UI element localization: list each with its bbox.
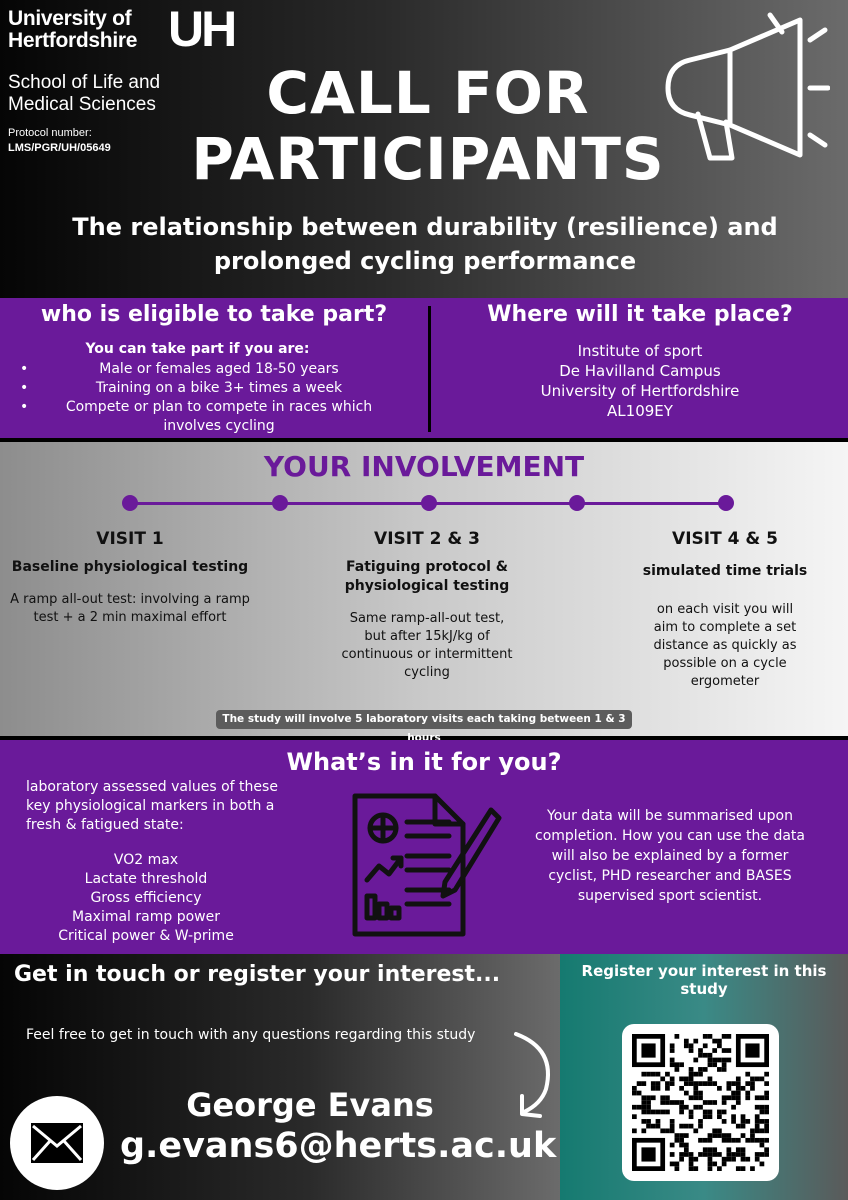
list-item: Maximal ramp power bbox=[72, 909, 220, 925]
visit-heading: VISIT 1 bbox=[96, 529, 164, 549]
headline-line-1: CALL FOR bbox=[266, 59, 590, 127]
address-line: De Havilland Campus bbox=[559, 362, 721, 380]
timeline-dot bbox=[421, 495, 437, 511]
protocol-number: LMS/PGR/UH/05649 bbox=[8, 142, 111, 154]
visit-description: A ramp all-out test: involving a ramp te… bbox=[10, 592, 250, 625]
list-item: Compete or plan to compete in races whic… bbox=[20, 398, 400, 436]
qr-code-card[interactable] bbox=[622, 1024, 779, 1181]
curved-arrow-icon bbox=[514, 1032, 550, 1118]
report-icon bbox=[352, 793, 502, 937]
headline: CALL FOR PARTICIPANTS bbox=[178, 60, 678, 192]
benefits-intro: laboratory assessed values of these key … bbox=[26, 779, 278, 833]
markers-list: VO2 max Lactate threshold Gross efficien… bbox=[26, 851, 266, 946]
contact-email-link[interactable]: g.evans6@herts.ac.uk bbox=[120, 1126, 557, 1166]
list-item: VO2 max bbox=[113, 852, 179, 868]
contact-name: George Evans bbox=[186, 1086, 434, 1124]
university-name: University of Hertfordshire bbox=[8, 7, 138, 52]
timeline-dot bbox=[718, 495, 734, 511]
visit-subtitle: simulated time trials bbox=[642, 563, 808, 579]
eligibility-list: Male or females aged 18-50 years Trainin… bbox=[20, 360, 400, 436]
visit-subtitle: Fatiguing protocol & physiological testi… bbox=[344, 559, 510, 594]
list-item: Male or females aged 18-50 years bbox=[20, 360, 400, 379]
list-item: Critical power & W-prime bbox=[58, 928, 234, 944]
qr-code-icon bbox=[632, 1034, 769, 1171]
visit-heading: VISIT 4 & 5 bbox=[672, 529, 778, 549]
location-address: Institute of sport De Havilland Campus U… bbox=[432, 341, 848, 421]
email-button[interactable] bbox=[10, 1096, 104, 1190]
timeline-dot bbox=[122, 495, 138, 511]
contact-title: Get in touch or register your interest..… bbox=[14, 962, 501, 987]
contact-note: Feel free to get in touch with any quest… bbox=[26, 1027, 476, 1043]
visit-description: Same ramp-all-out test, but after 15kJ/k… bbox=[341, 611, 513, 680]
list-item: Gross efficiency bbox=[90, 890, 202, 906]
university-mark: UH bbox=[168, 1, 237, 57]
involvement-title: YOUR INVOLVEMENT bbox=[263, 450, 585, 483]
register-title: Register your interest in this study bbox=[581, 962, 827, 998]
visit-4-5: VISIT 4 & 5 simulated time trials on eac… bbox=[595, 528, 848, 691]
address-line: Institute of sport bbox=[577, 342, 703, 360]
headline-line-2: PARTICIPANTS bbox=[191, 125, 665, 193]
location-title: Where will it take place? bbox=[487, 302, 793, 327]
involvement-section: YOUR INVOLVEMENT VISIT 1 Baseline physio… bbox=[0, 442, 848, 744]
megaphone-icon bbox=[665, 12, 830, 161]
benefits-title: What’s in it for you? bbox=[286, 748, 562, 776]
study-duration-note: The study will involve 5 laboratory visi… bbox=[216, 710, 632, 744]
timeline-dot bbox=[569, 495, 585, 511]
envelope-icon bbox=[31, 1123, 83, 1163]
list-item: Training on a bike 3+ times a week bbox=[20, 379, 400, 398]
register-section: Register your interest in this study bbox=[560, 954, 848, 1200]
eligibility-panel: who is eligible to take part? You can ta… bbox=[0, 298, 428, 438]
timeline-dot bbox=[272, 495, 288, 511]
benefits-summary: Your data will be summarised upon comple… bbox=[535, 808, 805, 904]
eligibility-section: who is eligible to take part? You can ta… bbox=[0, 298, 848, 438]
eligibility-intro: You can take part if you are: bbox=[85, 341, 310, 357]
visit-heading: VISIT 2 & 3 bbox=[374, 529, 480, 549]
study-title: The relationship between durability (res… bbox=[72, 213, 778, 275]
visit-1: VISIT 1 Baseline physiological testing A… bbox=[0, 528, 260, 627]
school-name: School of Life and Medical Sciences bbox=[8, 72, 161, 115]
contact-section: Get in touch or register your interest..… bbox=[0, 954, 560, 1200]
visit-2-3: VISIT 2 & 3 Fatiguing protocol & physiol… bbox=[297, 528, 557, 682]
header: University of Hertfordshire UH School of… bbox=[0, 0, 848, 298]
section-divider bbox=[428, 306, 431, 432]
visit-description: on each visit you will aim to complete a… bbox=[653, 602, 797, 689]
address-line: AL109EY bbox=[607, 402, 673, 420]
visit-subtitle: Baseline physiological testing bbox=[11, 559, 249, 575]
address-line: University of Hertfordshire bbox=[540, 382, 740, 400]
list-item: Lactate threshold bbox=[84, 871, 208, 887]
protocol-label: Protocol number: bbox=[8, 127, 92, 139]
eligibility-title: who is eligible to take part? bbox=[40, 302, 388, 327]
benefits-section: What’s in it for you? laboratory assesse… bbox=[0, 740, 848, 954]
